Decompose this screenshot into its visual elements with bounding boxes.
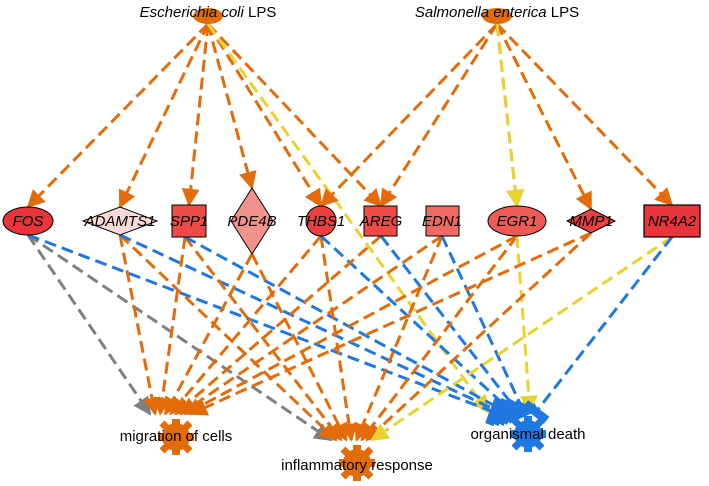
gene-node-mmp1-shape — [565, 208, 617, 234]
edge-fos-to-death — [27, 233, 504, 427]
gene-label-adamts1: ADAMTS1 — [84, 213, 156, 230]
edge-spp1-to-inflammatory — [183, 236, 343, 442]
edge-thbs1-to-inflammatory — [319, 235, 358, 442]
edges-layer — [26, 22, 674, 442]
function-node-migration[interactable]: migration of cells — [120, 419, 233, 455]
regulator-ecoli-lps-node — [193, 8, 223, 24]
gene-label-mmp1: MMP1 — [569, 213, 612, 230]
edge-mmp1-to-migration — [189, 231, 592, 416]
regulator-salmonella-lps[interactable]: Salmonella enterica LPS — [415, 4, 579, 24]
edge-nr4a2-to-death — [522, 236, 674, 424]
gene-label-fos: FOS — [13, 213, 44, 230]
regulator-salmonella-lps-label: Salmonella enterica LPS — [415, 4, 579, 21]
edge-ecoli-to-spp1 — [181, 23, 210, 207]
gene-node-adamts1-shape — [81, 206, 159, 236]
edge-adamts1-to-death — [119, 233, 510, 427]
regulator-ecoli-lps[interactable]: Escherichia coli LPS — [140, 4, 277, 24]
function-label-migration: migration of cells — [120, 428, 233, 445]
gene-label-nr4a2: NR4A2 — [648, 213, 697, 230]
edge-fos-to-inflammatory — [27, 233, 333, 442]
gene-label-egr1: EGR1 — [497, 213, 538, 230]
gene-node-edn1[interactable]: EDN1 — [422, 205, 462, 237]
edge-salm-to-mmp1 — [495, 23, 593, 211]
edge-ecoli-to-thbs1 — [206, 23, 323, 208]
edge-fos-to-migration — [26, 234, 152, 416]
edge-adamts1-to-migration — [118, 234, 161, 416]
gene-node-edn1-shape — [425, 205, 460, 237]
edge-ecoli-to-fos — [26, 22, 210, 209]
gene-label-pde4b: PDE4B — [227, 213, 276, 230]
edge-salm-to-thbs1 — [319, 22, 499, 208]
gene-node-spp1[interactable]: SPP1 — [170, 204, 208, 238]
gene-label-thbs1: THBS1 — [297, 213, 345, 230]
edge-edn1-to-death — [440, 235, 539, 422]
edge-spp1-to-migration — [153, 236, 187, 416]
gene-node-egr1-shape — [487, 205, 547, 237]
function-label-death: organismal death — [470, 426, 585, 443]
gear-icon — [158, 419, 194, 455]
edge-thbs1-to-death — [319, 234, 525, 425]
regulator-ecoli-lps-label: Escherichia coli LPS — [140, 4, 277, 21]
edge-edn1-to-migration — [179, 234, 443, 416]
edge-pde4b-to-inflammatory — [250, 253, 348, 442]
function-label-inflammatory: inflammatory response — [281, 457, 433, 474]
edge-salm-to-egr1 — [495, 23, 525, 208]
gene-node-thbs1[interactable]: THBS1 — [297, 205, 345, 237]
gene-label-areg: AREG — [359, 213, 403, 230]
function-node-death[interactable]: organismal death — [470, 416, 586, 452]
edge-adamts1-to-inflammatory — [118, 233, 338, 442]
edge-egr1-to-inflammatory — [360, 235, 519, 442]
edge-edn1-to-inflammatory — [354, 235, 444, 442]
gene-node-adamts1[interactable]: ADAMTS1 — [81, 206, 159, 236]
regulator-salmonella-lps-node — [482, 8, 512, 24]
gene-node-nr4a2[interactable]: NR4A2 — [643, 204, 701, 238]
gene-node-areg[interactable]: AREG — [359, 205, 403, 237]
function-node-inflammatory[interactable]: inflammatory response — [281, 445, 433, 481]
edge-thbs1-to-migration — [169, 235, 323, 416]
edge-salm-to-nr4a2 — [495, 22, 674, 207]
gear-icon — [510, 416, 546, 452]
gene-node-nr4a2-shape — [643, 204, 701, 238]
gene-node-areg-shape — [363, 205, 398, 237]
gene-node-spp1-shape — [171, 204, 207, 238]
gene-node-thbs1-shape — [305, 205, 337, 237]
gene-node-fos-shape — [2, 206, 54, 236]
gear-icon — [339, 445, 375, 481]
edge-nr4a2-to-inflammatory — [370, 235, 673, 442]
edge-mmp1-to-inflammatory — [365, 231, 593, 442]
gene-node-egr1[interactable]: EGR1 — [487, 205, 547, 237]
gene-node-fos[interactable]: FOS — [2, 206, 54, 236]
gene-node-pde4b[interactable]: PDE4B — [227, 187, 277, 255]
edge-salm-to-areg — [379, 23, 499, 208]
gene-label-edn1: EDN1 — [422, 213, 462, 230]
edge-areg-to-migration — [174, 234, 382, 416]
gene-label-spp1: SPP1 — [170, 213, 208, 230]
edge-ecoli-to-adamts1 — [118, 23, 210, 209]
gene-node-mmp1[interactable]: MMP1 — [565, 208, 617, 234]
edge-pde4b-to-migration — [163, 253, 254, 416]
edge-spp1-to-death — [184, 235, 517, 427]
edge-ecoli-to-pde4b — [206, 23, 257, 190]
gene-node-pde4b-shape — [230, 187, 274, 255]
edge-egr1-to-migration — [184, 234, 518, 416]
